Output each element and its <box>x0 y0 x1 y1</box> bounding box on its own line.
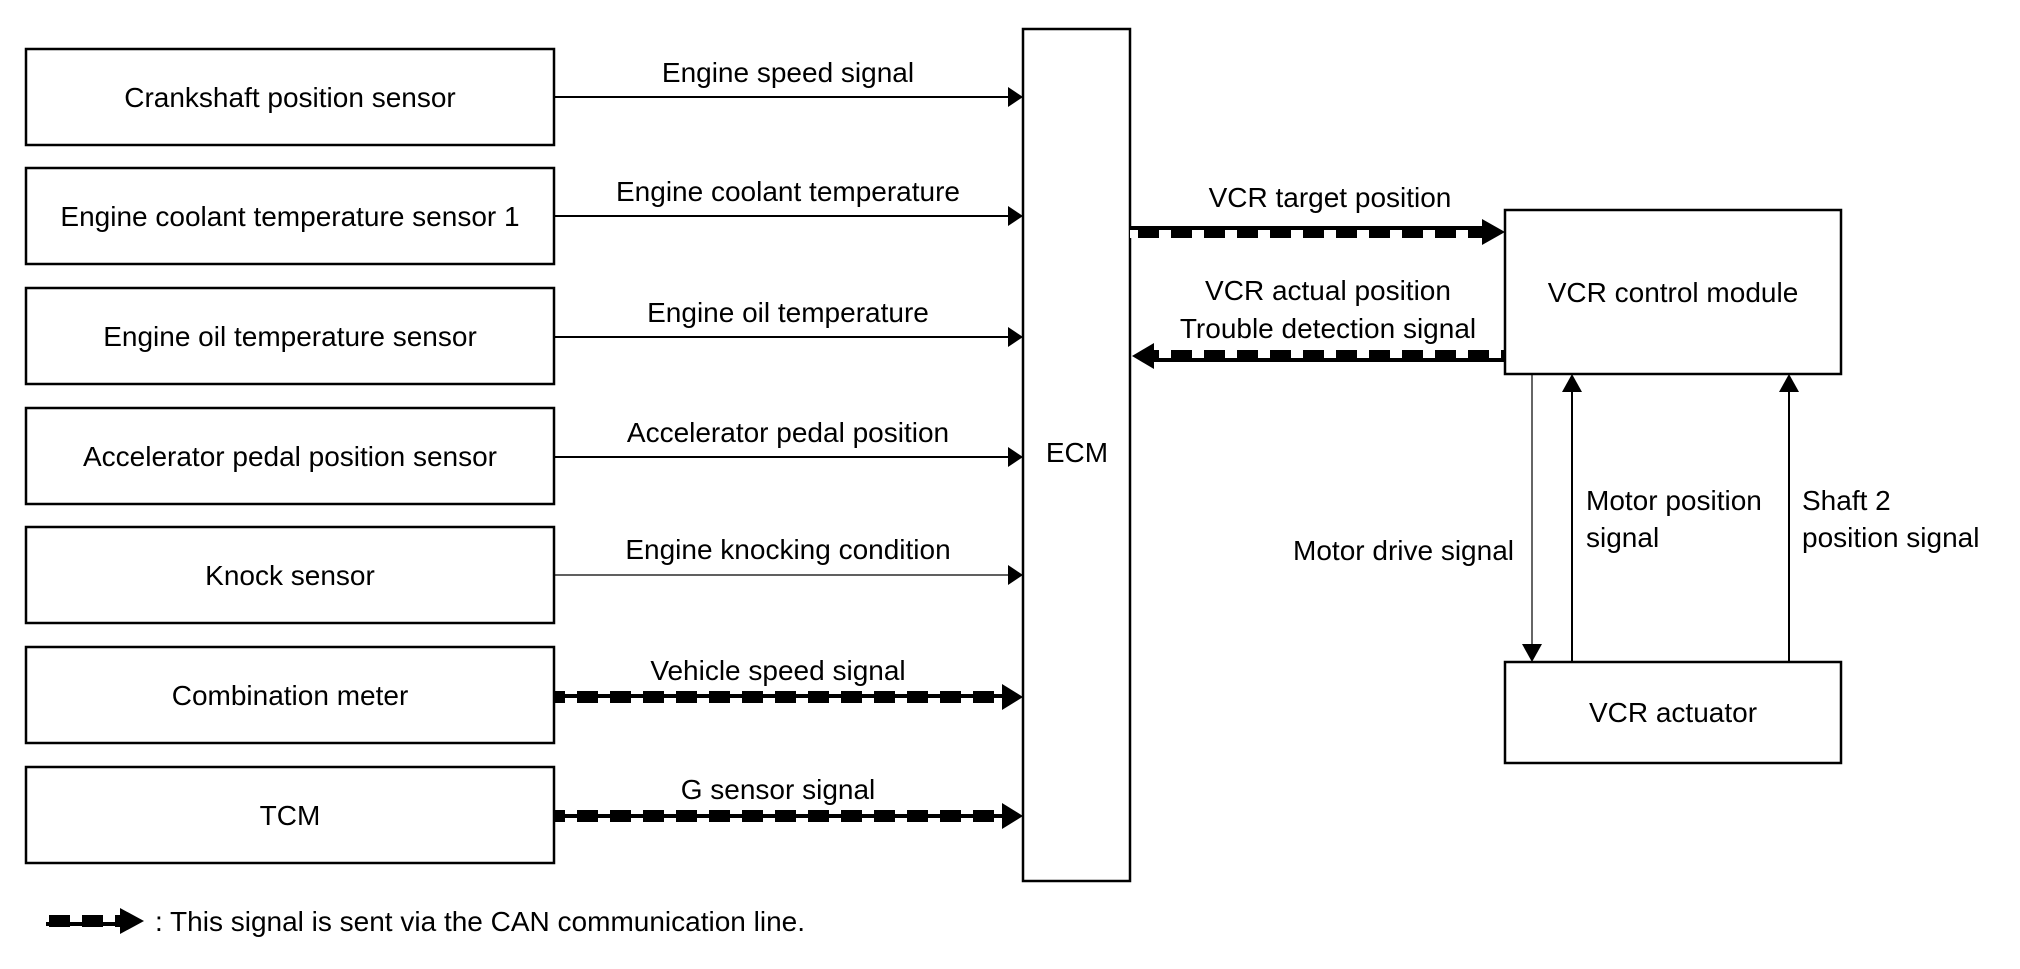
input-boxes: Crankshaft position sensor Engine coolan… <box>24 47 556 865</box>
signal-label: Trouble detection signal <box>1180 313 1476 344</box>
signal-motor-drive: Motor drive signal <box>1293 374 1542 662</box>
box-label: Crankshaft position sensor <box>124 82 456 113</box>
arrowhead-icon <box>1008 565 1023 585</box>
signal-vcr-actual: VCR actual position Trouble detection si… <box>1132 275 1505 369</box>
box-label: Knock sensor <box>205 560 375 591</box>
ecm-label: ECM <box>1046 437 1108 468</box>
input-box-oil-temp: Engine oil temperature sensor <box>24 286 556 386</box>
signal-label: Accelerator pedal position <box>627 417 949 448</box>
input-box-accelerator: Accelerator pedal position sensor <box>24 406 556 506</box>
can-line <box>554 810 1004 822</box>
signal-label: VCR target position <box>1209 182 1452 213</box>
arrowhead-icon <box>1522 644 1542 662</box>
legend: : This signal is sent via the CAN commun… <box>46 906 805 937</box>
arrowhead-icon <box>1779 374 1799 392</box>
signal-knocking: Engine knocking condition <box>554 534 1023 585</box>
signal-accelerator: Accelerator pedal position <box>554 417 1023 467</box>
signal-label: Shaft 2 <box>1802 485 1891 516</box>
arrowhead-icon <box>1002 684 1023 710</box>
signal-label: Engine speed signal <box>662 57 914 88</box>
can-line-arrow-icon <box>46 908 144 934</box>
can-line <box>554 691 1004 703</box>
input-signals: Engine speed signal Engine coolant tempe… <box>554 57 1023 829</box>
box-label: Accelerator pedal position sensor <box>83 441 497 472</box>
input-box-tcm: TCM <box>24 765 556 865</box>
signal-label: Motor drive signal <box>1293 535 1514 566</box>
signal-label: signal <box>1586 522 1659 553</box>
signal-label: Engine oil temperature <box>647 297 929 328</box>
arrowhead-icon <box>1008 206 1023 226</box>
signal-g-sensor: G sensor signal <box>554 774 1023 829</box>
signal-oil-temp: Engine oil temperature <box>554 297 1023 347</box>
input-box-combination-meter: Combination meter <box>24 645 556 745</box>
signal-label: G sensor signal <box>681 774 876 805</box>
signal-label: VCR actual position <box>1205 275 1451 306</box>
input-box-knock: Knock sensor <box>24 525 556 625</box>
can-line <box>1150 350 1505 362</box>
vcr-actuator-label: VCR actuator <box>1589 697 1757 728</box>
vcr-control-module-label: VCR control module <box>1548 277 1799 308</box>
signal-coolant-temp: Engine coolant temperature <box>554 176 1023 226</box>
vcr-actuator-box: VCR actuator <box>1503 660 1843 765</box>
arrowhead-icon <box>1132 343 1154 369</box>
arrowhead-icon <box>1482 219 1505 245</box>
signal-label: Vehicle speed signal <box>650 655 905 686</box>
box-label: Engine oil temperature sensor <box>103 321 477 352</box>
input-box-crankshaft: Crankshaft position sensor <box>24 47 556 147</box>
signal-shaft-2-position: Shaft 2 position signal <box>1779 374 1979 662</box>
legend-text: : This signal is sent via the CAN commun… <box>155 906 805 937</box>
arrowhead-icon <box>1008 87 1023 107</box>
arrowhead-icon <box>1562 374 1582 392</box>
arrowhead-icon <box>1008 327 1023 347</box>
signal-vehicle-speed: Vehicle speed signal <box>554 655 1023 710</box>
box-label: Combination meter <box>172 680 409 711</box>
can-line <box>1130 226 1486 238</box>
ecm-box: ECM <box>1021 27 1132 883</box>
signal-vcr-target: VCR target position <box>1130 182 1505 245</box>
signal-label: position signal <box>1802 522 1979 553</box>
vcr-control-module-box: VCR control module <box>1503 208 1843 376</box>
signal-engine-speed: Engine speed signal <box>554 57 1023 107</box>
arrowhead-icon <box>1002 803 1023 829</box>
signal-motor-position: Motor position signal <box>1562 374 1762 662</box>
signal-label: Engine coolant temperature <box>616 176 960 207</box>
signal-label: Motor position <box>1586 485 1762 516</box>
arrowhead-icon <box>1008 447 1023 467</box>
signal-label: Engine knocking condition <box>625 534 950 565</box>
box-label: Engine coolant temperature sensor 1 <box>60 201 519 232</box>
input-box-coolant-temp: Engine coolant temperature sensor 1 <box>24 166 556 266</box>
box-label: TCM <box>260 800 321 831</box>
